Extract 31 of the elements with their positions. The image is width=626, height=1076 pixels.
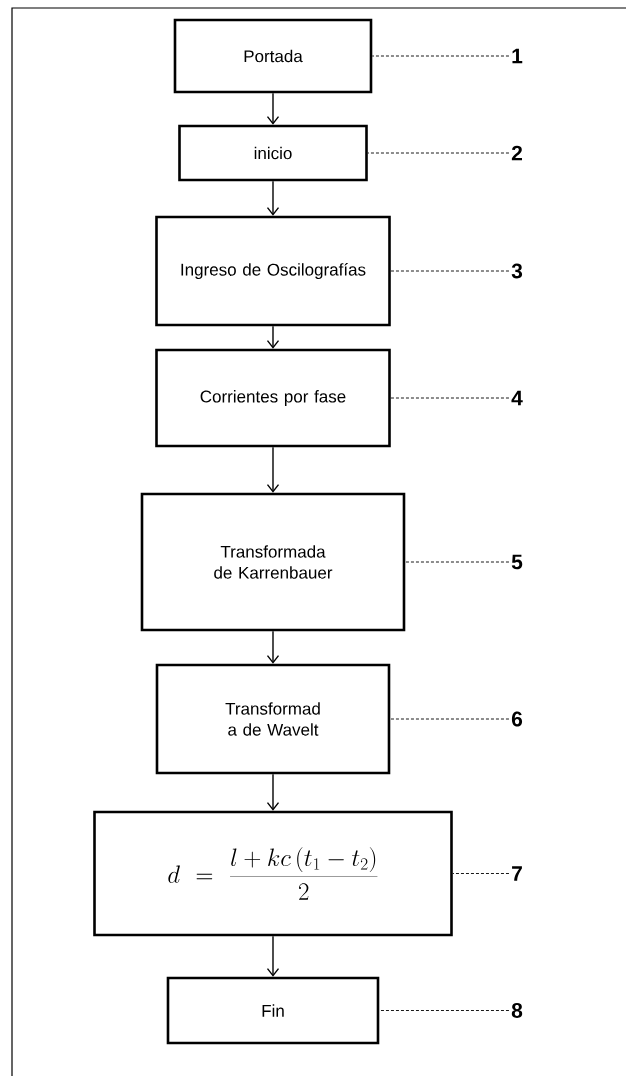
process-box: Portada [173, 18, 373, 94]
process-box: inicio [178, 124, 368, 182]
arrow [266, 180, 280, 216]
process-box: Transformada de Karrenbauer [140, 492, 406, 632]
arrow [266, 446, 280, 493]
leader-line [371, 55, 510, 57]
arrow [266, 92, 280, 125]
process-box: Transformad a de Wavelt [155, 663, 391, 775]
callout-number: 5 [511, 554, 523, 570]
leader-line [390, 397, 510, 399]
process-box: Ingreso de Oscilografías [155, 215, 391, 327]
leader-line [378, 1010, 510, 1011]
leader-line [452, 873, 510, 874]
callout-number: 2 [511, 145, 522, 161]
leader-line [389, 718, 510, 720]
formula-box: $d = \frac{l + kc\left(t_1 - t_2\right)}{2}$ [93, 810, 453, 937]
callout-number: 3 [511, 263, 523, 279]
leader-line [404, 561, 510, 563]
callout-number: 7 [512, 866, 522, 881]
callout-number: 1 [512, 48, 523, 64]
leader-line [367, 152, 510, 154]
arrow [266, 630, 280, 664]
arrow [266, 773, 280, 811]
callout-number: 6 [511, 711, 523, 727]
arrow [266, 935, 280, 977]
process-box: Corrientes por fase [155, 348, 391, 448]
process-box: Fin [166, 976, 380, 1045]
callout-number: 8 [511, 1003, 523, 1018]
arrow [266, 325, 280, 349]
callout-number: 4 [511, 390, 523, 406]
leader-line [390, 270, 510, 272]
